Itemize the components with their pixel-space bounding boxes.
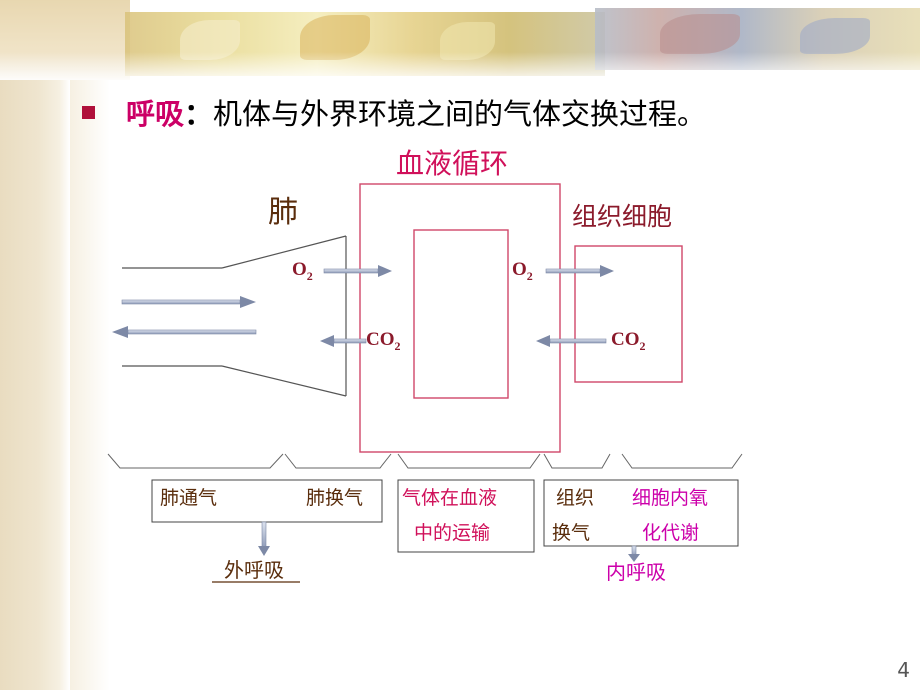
lung-label: 肺: [268, 195, 298, 230]
blood-outer-box: [359, 183, 561, 453]
stage-transport-line2: 中的运输: [414, 522, 491, 544]
bullet-marker: [82, 106, 95, 119]
stage-metabolism-line1: 细胞内氧: [632, 487, 709, 509]
co2-label-tissue: CO2: [611, 329, 646, 353]
stage-lung-ventilation: 肺通气: [160, 487, 218, 509]
stage-metabolism-line2: 化代谢: [642, 522, 700, 544]
external-respiration-label: 外呼吸: [224, 558, 284, 582]
bracket-metabolism: [621, 453, 743, 469]
blood-inner-box: [413, 229, 509, 399]
co2-arrow-tissue-to-blood: [536, 335, 607, 347]
o2-arrow-lung-to-blood: [323, 265, 392, 277]
stage-tissue-line2: 换气: [552, 522, 591, 544]
tissue-cell-label: 组织细胞: [572, 202, 673, 231]
lung-inflow-arrow: [121, 296, 256, 308]
stage-transport-line1: 气体在血液: [402, 487, 498, 509]
bracket-lung-ventilation: [107, 453, 284, 469]
box-internal-stages: [543, 479, 739, 547]
co2-arrow-blood-to-lung: [320, 335, 367, 347]
co2-label-blood: CO2: [366, 329, 401, 353]
definition-text: 机体与外界环境之间的气体交换过程。: [213, 97, 707, 131]
page-number: 4: [897, 658, 910, 682]
box-transport: [397, 479, 535, 553]
external-down-arrow: [258, 521, 270, 556]
bracket-lung-exchange: [284, 453, 392, 469]
lung-funnel: [122, 235, 347, 397]
stage-tissue-line1: 组织: [556, 487, 595, 509]
stage-brackets: [107, 453, 743, 469]
o2-label-lung: O2: [292, 259, 313, 283]
bracket-tissue-exchange: [543, 453, 611, 469]
internal-respiration-label: 内呼吸: [606, 560, 666, 584]
tissue-box: [574, 245, 683, 383]
box-external-stages: [151, 479, 383, 523]
bracket-transport: [397, 453, 541, 469]
stage-lung-exchange: 肺换气: [306, 487, 364, 509]
term-respiration: 呼吸: [126, 97, 185, 131]
o2-arrow-blood-to-tissue: [545, 265, 614, 277]
header-banner: [0, 0, 920, 80]
term-colon: ：: [184, 97, 214, 131]
internal-down-arrow: [628, 545, 640, 562]
background-strip: [0, 0, 70, 690]
o2-label-blood: O2: [512, 259, 533, 283]
lung-outflow-arrow: [112, 326, 257, 338]
blood-circulation-title: 血液循环: [396, 147, 509, 180]
